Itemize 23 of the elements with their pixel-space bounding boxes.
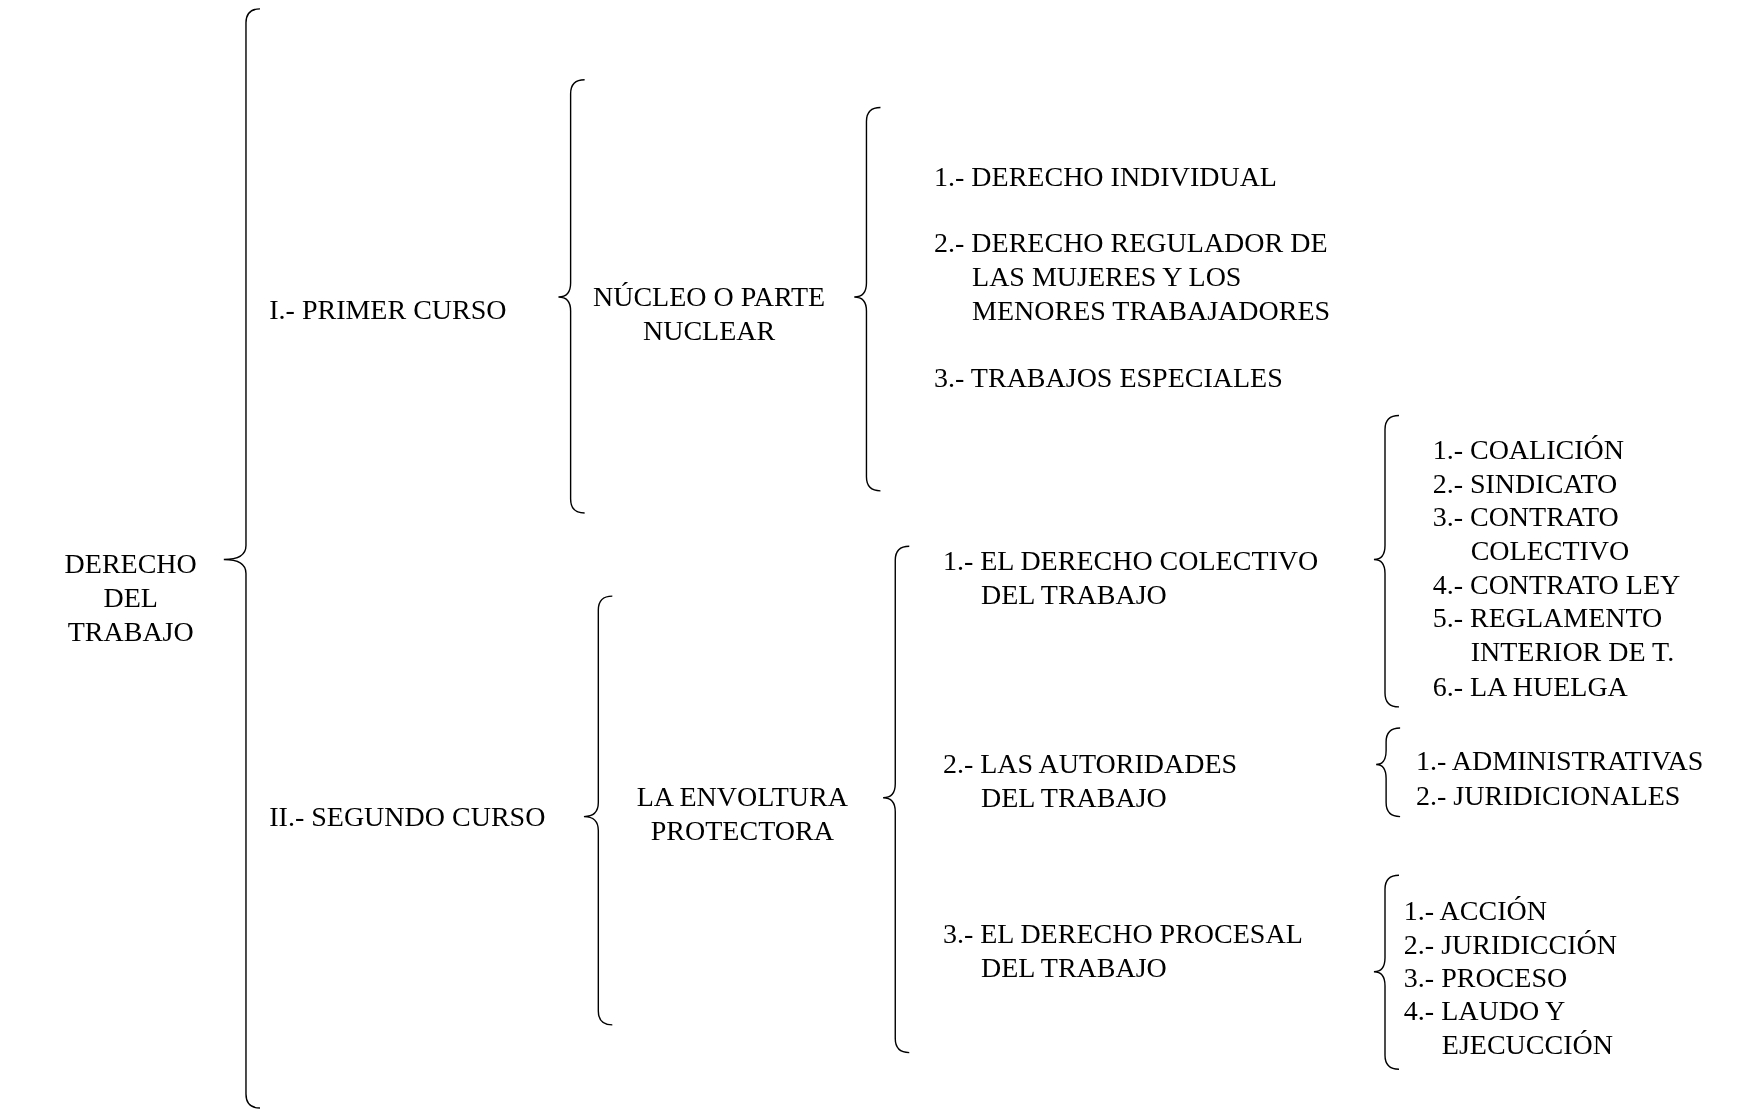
outline-text: 1.- DERECHO INDIVIDUAL bbox=[934, 160, 1277, 195]
outline-text: 4.- LAUDO Y EJECUCCIÓN bbox=[1403, 994, 1614, 1063]
outline-text: 5.- REGLAMENTO INTERIOR DE T. bbox=[1432, 600, 1676, 669]
outline-text: NÚCLEO O PARTE NUCLEAR bbox=[592, 279, 827, 348]
outline-text: 2.- SINDICATO bbox=[1432, 467, 1618, 502]
outline-text: 3.- CONTRATO COLECTIVO bbox=[1432, 500, 1631, 569]
outline-text: 3.- EL DERECHO PROCESAL DEL TRABAJO bbox=[942, 916, 1303, 985]
outline-text: 3.- PROCESO bbox=[1403, 961, 1568, 996]
outline-text: 6.- LA HUELGA bbox=[1432, 669, 1628, 704]
outline-text: 1.- EL DERECHO COLECTIVO DEL TRABAJO bbox=[942, 544, 1320, 613]
outline-text: 1.- ADMINISTRATIVAS bbox=[1416, 744, 1704, 779]
outline-text: 2.- DERECHO REGULADOR DE LAS MUJERES Y LOS MENORES TRABAJADORES bbox=[934, 226, 1332, 328]
outline-text: 2.- JURIDICCIÓN bbox=[1403, 928, 1617, 963]
outline-text: II.- SEGUNDO CURSO bbox=[269, 799, 546, 834]
outline-text: 4.- CONTRATO LEY bbox=[1432, 568, 1681, 602]
outline-text: LA ENVOLTURA PROTECTORA bbox=[635, 780, 849, 849]
outline-text: 2.- JURIDICIONALES bbox=[1416, 778, 1681, 813]
outline-text: 3.- TRABAJOS ESPECIALES bbox=[934, 360, 1283, 395]
outline-text: 1.- ACCIÓN bbox=[1403, 893, 1547, 928]
outline-text: 1.- COALICIÓN bbox=[1432, 432, 1624, 467]
outline-text: I.- PRIMER CURSO bbox=[269, 293, 507, 328]
outline-text: DERECHO DEL TRABAJO bbox=[63, 547, 198, 650]
outline-text: 2.- LAS AUTORIDADES DEL TRABAJO bbox=[942, 747, 1239, 816]
